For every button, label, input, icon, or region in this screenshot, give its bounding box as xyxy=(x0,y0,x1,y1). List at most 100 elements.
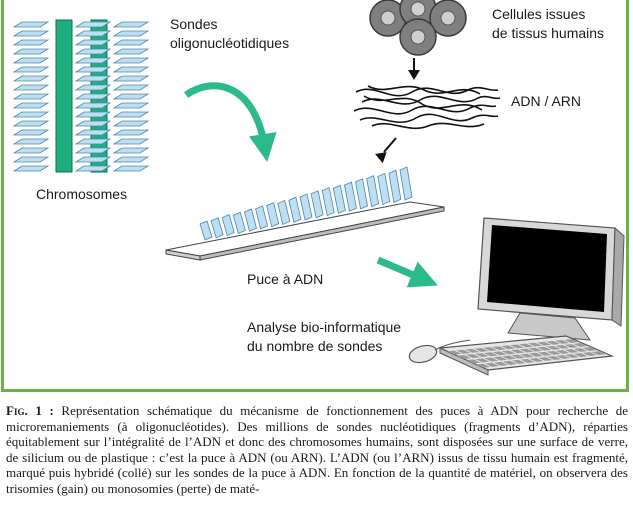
chip-probe xyxy=(288,196,302,223)
keyboard-key xyxy=(536,341,552,346)
computer-illustration xyxy=(408,217,625,376)
probe-marker xyxy=(74,93,112,100)
keyboard-key xyxy=(474,347,489,352)
monitor-side xyxy=(611,226,625,327)
probe-marker xyxy=(12,39,50,46)
probe-marker xyxy=(112,129,150,136)
chip-probe xyxy=(243,208,257,232)
probe-marker xyxy=(112,75,150,82)
keyboard-keys xyxy=(447,339,606,368)
keyboard-key xyxy=(520,358,535,363)
chip-probe xyxy=(199,220,213,241)
probe-marker xyxy=(74,30,112,37)
probe-marker xyxy=(74,48,112,55)
figure-panel xyxy=(1,0,629,392)
chip-probe xyxy=(232,211,246,234)
probe-marker xyxy=(12,138,50,145)
arrow-dna-to-chip xyxy=(383,137,397,153)
probes-label-line1: Sondes xyxy=(170,16,217,32)
keyboard-key xyxy=(483,347,498,351)
probe-marker xyxy=(74,138,112,145)
keyboard-key xyxy=(547,356,562,360)
probe-marker xyxy=(74,57,112,64)
keyboard-key xyxy=(492,351,507,356)
keyboard-key xyxy=(573,348,588,352)
cells-label-line2: de tissus humains xyxy=(492,25,604,41)
caption-text: Représentation schématique du mécanisme … xyxy=(6,403,628,496)
probe-marker xyxy=(12,102,50,109)
chip-probe xyxy=(299,193,313,221)
keyboard-key xyxy=(546,345,561,350)
probe-marker xyxy=(12,30,50,37)
probe-marker xyxy=(12,48,50,55)
chip-probe xyxy=(399,166,413,201)
probe-marker xyxy=(112,102,150,109)
keyboard-key xyxy=(591,351,606,355)
probe-marker xyxy=(112,84,150,91)
analysis-label-line2: du nombre de sondes xyxy=(247,338,382,354)
probe-marker xyxy=(112,93,150,100)
keyboard-key xyxy=(492,346,507,351)
chip-probe xyxy=(355,178,369,210)
keyboard-key xyxy=(529,357,544,362)
keyboard-key xyxy=(555,349,570,354)
keyboard-key xyxy=(519,343,534,348)
chip-probe xyxy=(366,175,380,208)
chip-label: Puce à ADN xyxy=(247,271,323,287)
keyboard-key xyxy=(582,352,597,356)
chromosome-probes xyxy=(12,21,150,172)
keyboard-key xyxy=(528,347,543,352)
keyboard-key xyxy=(538,356,553,361)
chip-probe xyxy=(343,181,357,212)
keyboard-key xyxy=(447,350,462,355)
cell-nucleus xyxy=(440,10,456,26)
keyboard-key xyxy=(501,350,516,355)
cell-nucleus xyxy=(410,1,426,17)
chip-probe xyxy=(388,169,402,203)
probe-marker xyxy=(74,156,112,163)
probe-marker xyxy=(74,66,112,73)
dna-chip-illustration xyxy=(165,166,445,261)
keyboard-key xyxy=(545,340,561,345)
chip-probe xyxy=(332,184,346,214)
chip-probe xyxy=(266,202,280,228)
cell-nucleus xyxy=(410,29,426,45)
probe-marker xyxy=(12,84,50,91)
chromosomes-illustration xyxy=(12,19,150,173)
probe-marker xyxy=(12,111,50,118)
probe-marker xyxy=(12,156,50,163)
keyboard-key xyxy=(511,359,526,364)
keyboard-key xyxy=(554,340,570,344)
probe-marker xyxy=(12,93,50,100)
mouse-cable xyxy=(434,339,471,351)
probe-marker xyxy=(112,21,150,28)
probe-marker xyxy=(12,21,50,28)
keyboard-key xyxy=(511,354,526,359)
probe-marker xyxy=(112,66,150,73)
keyboard-key xyxy=(519,348,534,353)
keyboard-key xyxy=(564,354,580,358)
keyboard-key xyxy=(519,353,535,358)
keyboard-key xyxy=(537,351,552,356)
keyboard-key xyxy=(555,344,570,349)
arrow-cells-to-dna-head xyxy=(408,70,420,80)
probe-marker xyxy=(74,111,112,118)
probe-marker xyxy=(112,57,150,64)
dna-rna-label: ADN / ARN xyxy=(511,93,581,109)
probe-marker xyxy=(12,129,50,136)
monitor-screen xyxy=(487,225,607,312)
keyboard-key xyxy=(501,345,516,350)
keyboard-key xyxy=(456,349,471,354)
keyboard-key xyxy=(474,353,489,358)
probe-marker xyxy=(74,39,112,46)
cells-label-line1: Cellules issues xyxy=(492,6,585,22)
cell-nucleus xyxy=(380,10,396,26)
probe-marker xyxy=(74,84,112,91)
keyboard-key xyxy=(582,347,597,351)
probe-marker xyxy=(12,120,50,127)
figure-caption: Fig. 1 : Représentation schématique du m… xyxy=(6,403,628,496)
arrow-dna-to-chip-head xyxy=(375,152,387,164)
keyboard-key xyxy=(528,342,543,347)
probe-marker xyxy=(112,30,150,37)
keyboard-key xyxy=(493,361,509,366)
